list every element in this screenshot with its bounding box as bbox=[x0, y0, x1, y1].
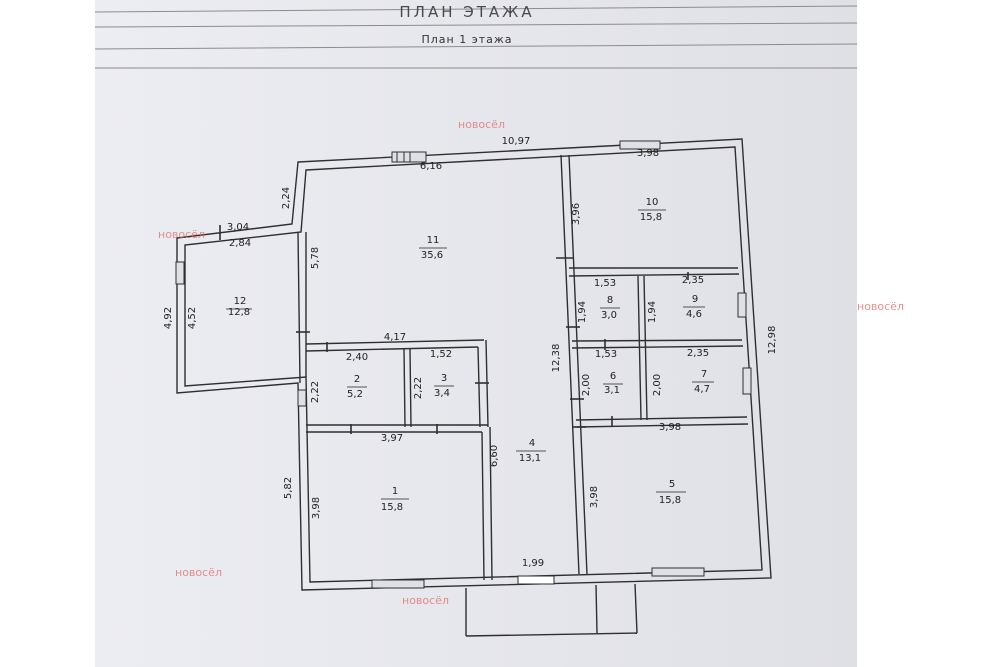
window-rooms-8-9 bbox=[737, 292, 747, 318]
room-area: 5,2 bbox=[347, 389, 363, 400]
room-area: 13,1 bbox=[519, 453, 541, 464]
dim-room6-height: 2,00 bbox=[581, 374, 592, 396]
dim-room3-width: 1,52 bbox=[430, 349, 452, 360]
watermark-text: новосёл bbox=[158, 228, 205, 241]
dim-2-24: 2,24 bbox=[281, 187, 292, 209]
room-12-label: 12 12,8 bbox=[226, 296, 252, 318]
outer-wall-outer-line bbox=[176, 138, 772, 591]
room-area: 4,6 bbox=[686, 309, 702, 320]
dim-room5-width: 3,98 bbox=[659, 422, 681, 433]
window-room-5 bbox=[651, 567, 705, 577]
room-area: 12,8 bbox=[228, 307, 250, 318]
window-room-2 bbox=[297, 389, 307, 407]
room-area: 15,8 bbox=[640, 212, 662, 223]
room-number: 7 bbox=[701, 369, 707, 380]
dim-room8-height: 1,94 bbox=[577, 301, 588, 323]
dim-room11-top: 6,16 bbox=[420, 161, 442, 172]
room-number: 11 bbox=[427, 235, 440, 246]
dim-room10-top: 3,98 bbox=[637, 148, 659, 159]
walls bbox=[176, 138, 772, 637]
dim-room12-top-inner: 2,84 bbox=[229, 238, 251, 249]
room-number: 8 bbox=[607, 295, 613, 306]
dim-room10-side: 3,96 bbox=[571, 203, 582, 225]
dim-room1-height: 3,98 bbox=[311, 497, 322, 519]
room-4-label: 4 13,1 bbox=[516, 438, 546, 464]
dimension-labels-horizontal: 10,97 6,16 3,98 3,04 2,84 4,17 2,40 1,52… bbox=[227, 136, 709, 569]
dim-overall-width: 10,97 bbox=[502, 136, 531, 147]
room-area: 3,0 bbox=[601, 310, 617, 321]
room-8-label: 8 3,0 bbox=[600, 295, 620, 321]
room-number: 2 bbox=[354, 374, 360, 385]
room-9-label: 9 4,6 bbox=[683, 294, 705, 320]
openings bbox=[175, 140, 752, 589]
room-2-label: 2 5,2 bbox=[347, 374, 367, 400]
dimension-labels-vertical: 2,24 3,96 4,92 4,52 5,78 2,22 2,22 5,82 … bbox=[163, 187, 778, 519]
dim-corridor-length: 6,60 bbox=[489, 445, 500, 467]
title-block bbox=[94, 5, 858, 69]
dim-room12-side-outer: 4,92 bbox=[163, 307, 174, 329]
dim-room7-height: 2,00 bbox=[652, 374, 663, 396]
dim-outer-left-5-82: 5,82 bbox=[283, 477, 294, 499]
room-labels: 1 15,8 2 5,2 3 3,4 4 13,1 5 15,8 6 3,1 bbox=[226, 197, 714, 513]
dim-room7-width: 2,35 bbox=[687, 348, 709, 359]
room-7-label: 7 4,7 bbox=[692, 369, 714, 395]
dim-room6-width: 1,53 bbox=[595, 349, 617, 360]
window-room-1 bbox=[371, 579, 425, 589]
room-number: 9 bbox=[692, 294, 698, 305]
room-number: 6 bbox=[610, 371, 616, 382]
watermark-text: новосёл bbox=[458, 118, 505, 131]
room-6-label: 6 3,1 bbox=[603, 371, 623, 396]
watermark-text: новосёл bbox=[175, 566, 222, 579]
window-room-12 bbox=[175, 261, 185, 285]
dim-room8-width: 1,53 bbox=[594, 278, 616, 289]
entrance-door bbox=[517, 575, 555, 585]
dim-room12-top-outer: 3,04 bbox=[227, 222, 249, 233]
room-number: 1 bbox=[392, 486, 398, 497]
dim-room1-width: 3,97 bbox=[381, 433, 403, 444]
room-area: 3,4 bbox=[434, 388, 450, 399]
paper-sheet bbox=[95, 0, 857, 667]
room-area: 4,7 bbox=[694, 384, 710, 395]
dim-room2-width: 2,40 bbox=[346, 352, 368, 363]
room-number: 3 bbox=[441, 373, 447, 384]
window-room-10 bbox=[619, 140, 661, 150]
window-rooms-6-7 bbox=[742, 367, 752, 395]
room-3-label: 3 3,4 bbox=[434, 373, 454, 399]
dim-room12-side-inner: 4,52 bbox=[187, 307, 198, 329]
room-number: 4 bbox=[529, 438, 535, 449]
plan-title: ПЛАН ЭТАЖА bbox=[399, 3, 534, 21]
door-marks bbox=[219, 225, 689, 434]
dim-room2-height: 2,22 bbox=[310, 381, 321, 403]
watermark-text: новосёл bbox=[402, 594, 449, 607]
dim-overall-height: 12,98 bbox=[767, 326, 778, 355]
room-number: 10 bbox=[646, 197, 659, 208]
room-area: 35,6 bbox=[421, 250, 443, 261]
room-10-label: 10 15,8 bbox=[638, 197, 666, 223]
window-room-11 bbox=[391, 151, 427, 163]
room-area: 15,8 bbox=[381, 502, 403, 513]
dim-room11-side: 5,78 bbox=[310, 247, 321, 269]
room-number: 5 bbox=[669, 479, 675, 490]
room-5-label: 5 15,8 bbox=[656, 479, 686, 506]
room-11-label: 11 35,6 bbox=[419, 235, 447, 261]
room-1-label: 1 15,8 bbox=[381, 486, 409, 513]
dim-room3-height: 2,22 bbox=[413, 377, 424, 399]
dim-room5-height: 3,98 bbox=[589, 486, 600, 508]
watermarks: новосёл новосёл новосёл новосёл новосёл bbox=[158, 118, 904, 607]
dim-room9-width: 2,35 bbox=[682, 275, 704, 286]
room-area: 15,8 bbox=[659, 495, 681, 506]
room-number: 12 bbox=[234, 296, 247, 307]
dim-4-17: 4,17 bbox=[384, 332, 406, 343]
dim-middle-wall: 12,38 bbox=[551, 344, 562, 373]
dim-room9-height: 1,94 bbox=[647, 301, 658, 323]
watermark-text: новосёл bbox=[857, 300, 904, 313]
dim-entrance-width: 1,99 bbox=[522, 558, 544, 569]
room-area: 3,1 bbox=[604, 385, 620, 396]
plan-subtitle: План 1 этажа bbox=[421, 33, 512, 46]
